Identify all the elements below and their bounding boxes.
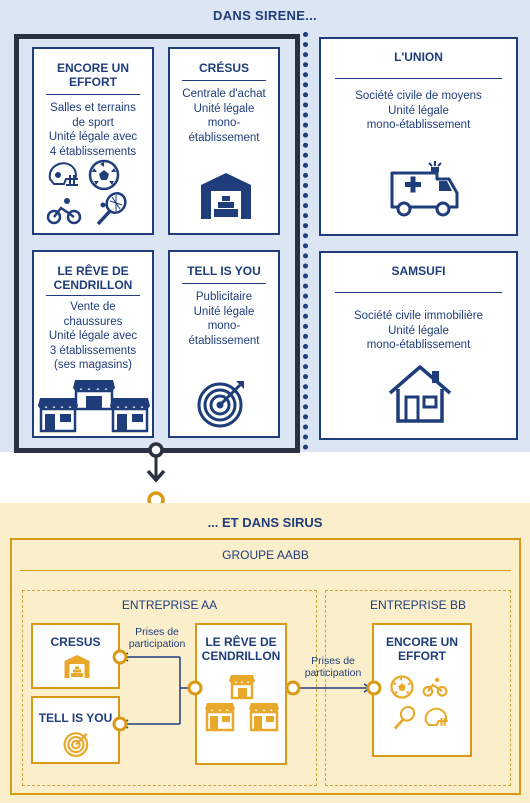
card-title: ENCORE UN EFFORT [56,61,129,89]
target-icon [63,732,89,757]
card-title: ENCORE UN EFFORT [385,635,458,663]
card-title: TELL IS YOU [38,711,113,725]
groupe-box [10,538,521,795]
card-divider [335,292,502,293]
tell-is-you-card-sirus: TELL IS YOU [31,696,120,764]
card-divider [182,283,266,284]
prises-label-aa: Prises de participation [128,626,186,650]
tennis-racket-icon [96,192,127,226]
card-samsufi: SAMSUFI Société civile immobilière Unité… [319,251,518,440]
warehouse-icon [64,655,90,678]
card-l-union: L'UNION Société civile de moyens Unité l… [319,37,518,236]
prises-label-bb: Prises de participation [304,655,362,679]
sirus-title: ... ET DANS SIRUS [207,515,323,530]
card-description: Société civile de moyens Unité légale mo… [355,90,482,131]
card-title: CRÉSUS [198,61,249,75]
participation-arrows-aa [112,649,203,732]
dotted-separator [303,32,308,450]
shops-icon [38,380,150,433]
card-tell-is-you: TELL IS YOU Publicitaire Unité légale mo… [168,250,280,438]
cyclist-icon [46,198,82,225]
card-description: Vente de chaussures Unité légale avec 3 … [48,301,138,371]
encore-un-effort-card-sirus: ENCORE UN EFFORT [372,623,472,757]
cyclist-icon [422,677,448,697]
participation-arrow-bb [285,680,382,696]
shops-icon [205,675,279,732]
entreprise-bb-title: ENTREPRISE BB [369,598,467,612]
card-divider [335,78,502,79]
card-encore-un-effort: ENCORE UN EFFORT Salles et terrains de s… [32,47,154,235]
soccer-ball-icon [390,675,414,699]
card-title: CRESUS [50,635,101,649]
target-icon [197,381,244,428]
down-arrow-connector [146,442,166,509]
warehouse-icon [201,173,251,219]
card-description: Salles et terrains de sport Unité légale… [48,102,138,158]
soccer-ball-icon [88,159,120,191]
football-helmet-icon [48,162,78,186]
groupe-title: GROUPE AABB [222,548,309,562]
house-icon [388,365,452,423]
card-description: Publicitaire Unité légale mono- établiss… [188,291,260,347]
card-reve-de-cendrillon: LE RÊVE DE CENDRILLON Vente de chaussure… [32,250,154,438]
card-title: SAMSUFI [391,264,446,278]
card-title: LE RÊVE DE CENDRILLON [201,635,281,663]
ambulance-icon [390,161,459,217]
card-cresus: CRÉSUS Centrale d'achat Unité légale mon… [168,47,280,235]
cresus-card-sirus: CRESUS [31,623,120,689]
sirene-title: DANS SIRENE... [213,8,317,23]
football-helmet-icon [424,707,448,727]
card-title: LE RÊVE DE CENDRILLON [53,264,133,292]
card-divider [182,80,266,81]
card-divider [46,295,140,296]
card-title: TELL IS YOU [187,264,261,278]
groupe-divider [20,570,511,571]
card-divider [46,94,140,95]
entreprise-aa-title: ENTREPRISE AA [121,598,218,612]
card-description: Centrale d'achat Unité légale mono- étab… [182,88,266,144]
card-description: Société civile immobilière Unité légale … [353,310,484,351]
tennis-racket-icon [393,705,416,730]
card-title: L'UNION [394,50,443,64]
reve-de-cendrillon-card-sirus: LE RÊVE DE CENDRILLON [195,623,287,765]
